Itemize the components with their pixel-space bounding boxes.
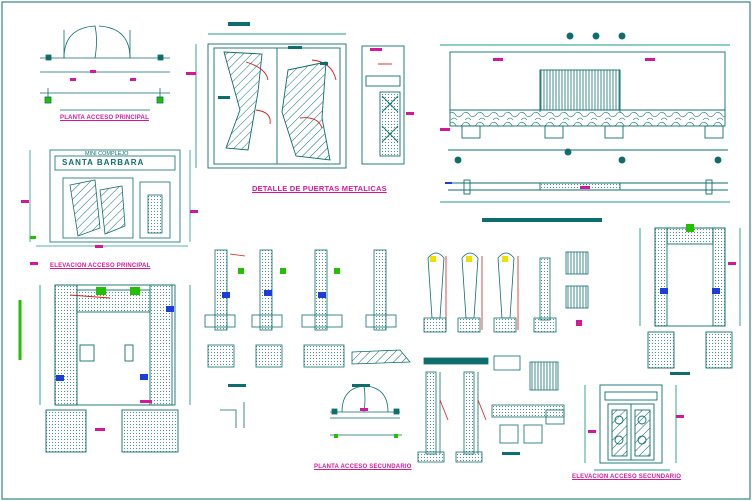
title-detalle-puertas-metalicas: DETALLE DE PUERTAS METALICAS xyxy=(252,184,387,193)
signage-line-1: MINI COMPLEJO xyxy=(85,151,129,157)
signage-line-2: SANTA BARBARA xyxy=(62,158,145,167)
title-planta-acceso-secundario: PLANTA ACCESO SECUNDARIO xyxy=(314,464,412,470)
elevacion-acceso-secundario xyxy=(584,384,684,471)
title-elevacion-acceso-secundario: ELEVACION ACCESO SECUNDARIO xyxy=(572,474,682,480)
planta-acceso-secundario xyxy=(330,385,402,438)
elevacion-estructural xyxy=(18,262,191,453)
detalle-puertas-metalicas xyxy=(186,22,414,169)
planta-acceso-principal xyxy=(40,25,170,111)
detalle-zapatas xyxy=(423,251,589,333)
title-planta-acceso-principal: PLANTA ACCESO PRINCIPAL xyxy=(60,115,149,121)
elevacion-cerco xyxy=(440,32,730,222)
elevacion-portico-derecho xyxy=(639,224,741,375)
title-elevacion-acceso-principal: ELEVACION ACCESO PRINCIPAL xyxy=(50,263,151,269)
elevacion-acceso-principal xyxy=(21,149,198,248)
detalle-columnas xyxy=(204,249,411,428)
corte-columnas-secundario xyxy=(417,355,565,463)
